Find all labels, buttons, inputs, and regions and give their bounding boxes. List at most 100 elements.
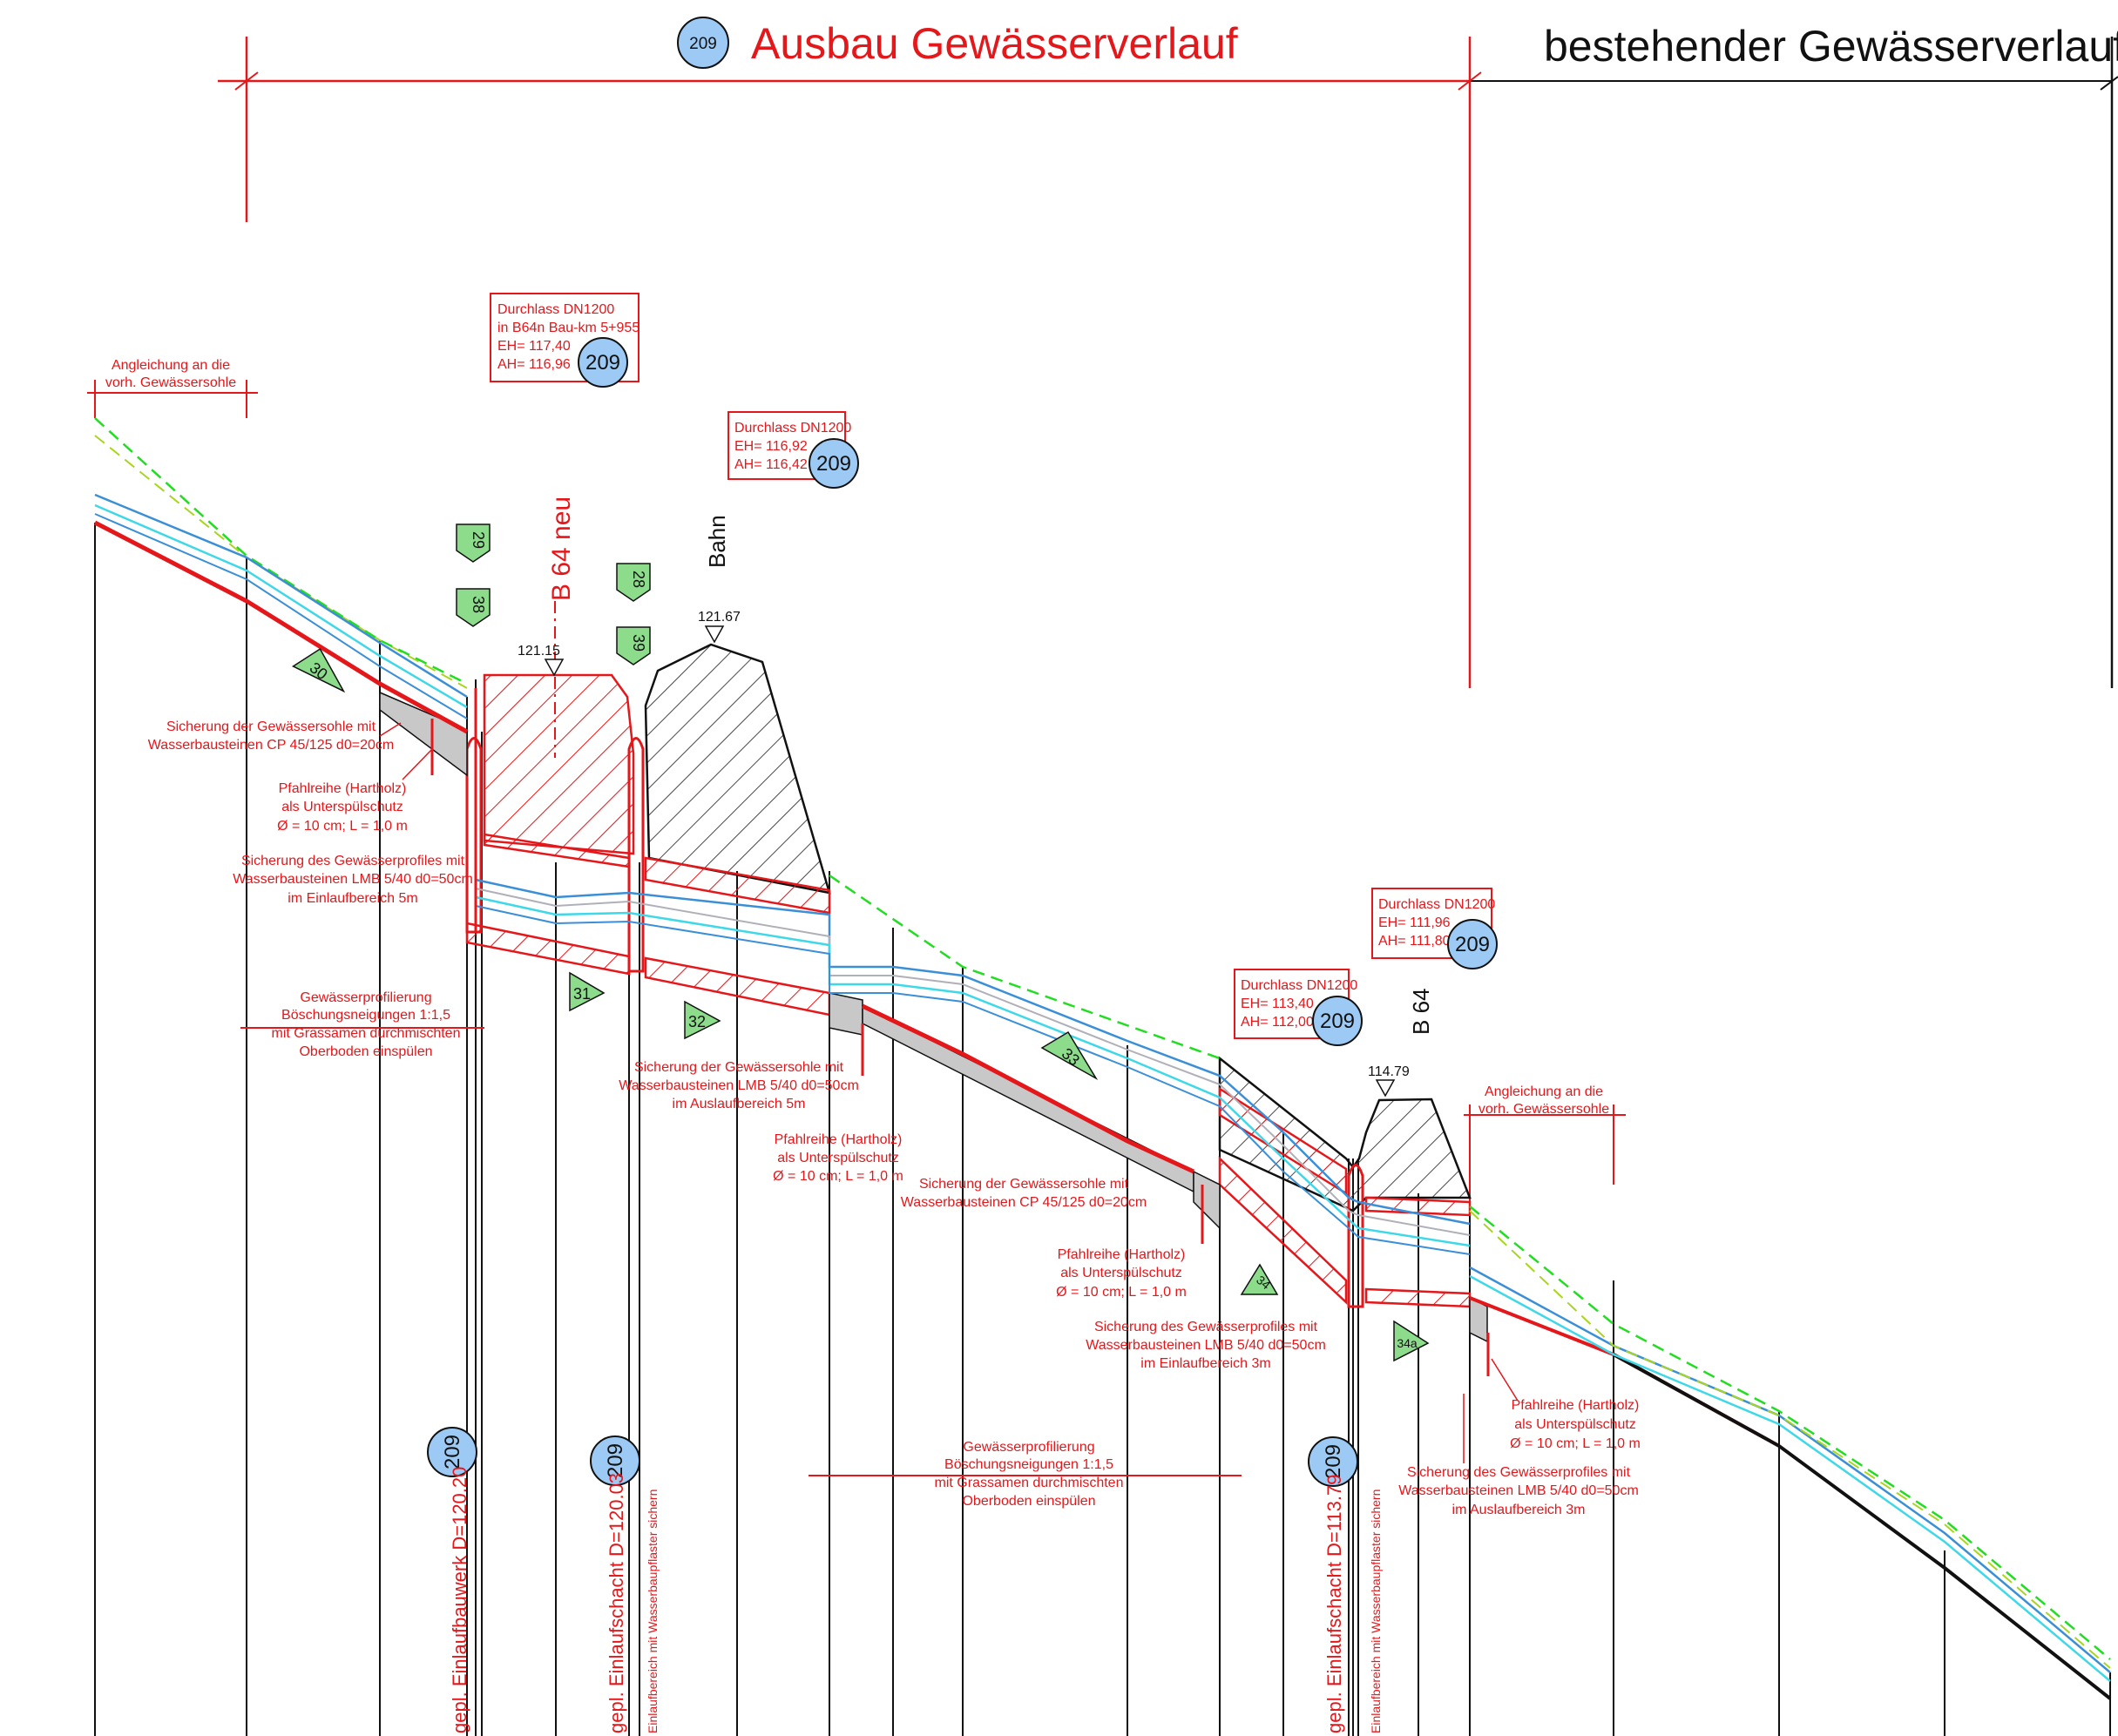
bahn-embankment	[644, 643, 831, 895]
angleichung-right-line1: Angleichung an die	[1485, 1084, 1603, 1099]
svg-text:Wasserbausteinen CP 45/125 d0=: Wasserbausteinen CP 45/125 d0=20cm	[901, 1195, 1147, 1210]
culvert-4-ref-circle	[1447, 919, 1498, 969]
svg-text:Böschungsneigungen 1:1,5: Böschungsneigungen 1:1,5	[281, 1008, 450, 1023]
shaft-3: 209 gepl. Einlaufschacht D=113.79 Einlau…	[1308, 1436, 1383, 1733]
angleichung-right-line2: vorh. Gewässersohle	[1479, 1102, 1609, 1117]
culvert-2-line2: EH= 116,92	[734, 439, 808, 454]
tag-39: 39	[616, 626, 651, 665]
bestehend-title: bestehender Gewässerverlauf	[1544, 22, 2118, 71]
svg-text:28: 28	[630, 571, 647, 588]
note-profil-1: Sicherung des Gewässerprofiles mit Wasse…	[233, 854, 473, 906]
note-profil-2: Sicherung des Gewässerprofiles mit Wasse…	[1086, 1320, 1326, 1371]
sole-protection	[379, 691, 1488, 1343]
svg-text:39: 39	[630, 634, 647, 652]
svg-text:Wasserbausteinen LMB 5/40 d0=5: Wasserbausteinen LMB 5/40 d0=50cm	[1086, 1338, 1326, 1353]
note-sohle-3: Sicherung der Gewässersohle mit Wasserba…	[901, 1177, 1147, 1210]
elev-114-79: 114.79	[1368, 1064, 1410, 1079]
svg-text:Sicherung der Gewässersohle mi: Sicherung der Gewässersohle mit	[919, 1177, 1129, 1192]
svg-text:Böschungsneigungen 1:1,5: Böschungsneigungen 1:1,5	[944, 1457, 1113, 1472]
svg-text:als Unterspülschutz: als Unterspülschutz	[1514, 1417, 1636, 1432]
tag-33: 33	[1040, 1030, 1099, 1081]
culvert-3-ref: 209	[1320, 1010, 1355, 1033]
svg-text:Sicherung der Gewässersohle mi: Sicherung der Gewässersohle mit	[634, 1060, 844, 1075]
svg-text:im Einlaufbereich 3m: im Einlaufbereich 3m	[1140, 1356, 1270, 1371]
header: 209 Ausbau Gewässerverlauf bestehender G…	[218, 17, 2118, 688]
svg-text:Sicherung der Gewässersohle mi: Sicherung der Gewässersohle mit	[166, 719, 376, 734]
svg-text:Gewässerprofilierung: Gewässerprofilierung	[963, 1440, 1094, 1455]
tag-34a: 34a	[1393, 1320, 1430, 1362]
culvert-3-line3: AH= 112,00	[1241, 1015, 1314, 1030]
tag-38: 38	[456, 588, 491, 627]
angleichung-left-line2: vorh. Gewässersohle	[105, 375, 236, 390]
header-ref-circle	[677, 17, 729, 69]
svg-text:Sicherung des Gewässerprofiles: Sicherung des Gewässerprofiles mit	[1094, 1320, 1318, 1334]
b64-neu-label: B 64 neu	[547, 496, 576, 601]
b64-label: B 64	[1408, 989, 1434, 1036]
bahn-label: Bahn	[704, 515, 730, 568]
ausbau-title: Ausbau Gewässerverlauf	[751, 19, 1238, 68]
tag-30: 30	[291, 647, 346, 693]
svg-text:Wasserbausteinen LMB 5/40 d0=5: Wasserbausteinen LMB 5/40 d0=50cm	[233, 872, 473, 887]
note-sohle-1: Sicherung der Gewässersohle mit Wasserba…	[148, 719, 402, 753]
svg-text:Pfahlreihe (Hartholz): Pfahlreihe (Hartholz)	[279, 781, 407, 796]
culvert-box-2: Durchlass DN1200 EH= 116,92 AH= 116,42 2…	[727, 411, 859, 489]
culvert-3-ref-circle	[1312, 996, 1363, 1046]
elev-121-67: 121.67	[698, 610, 741, 625]
b64-embankment	[1218, 1056, 1472, 1212]
angleichung-left-dim: Angleichung an die vorh. Gewässersohle	[87, 358, 258, 418]
tag-32: 32	[684, 1000, 721, 1040]
angleichung-left-line1: Angleichung an die	[112, 358, 230, 373]
shaft-2: 209 gepl. Einlaufschacht D=120.03 Einlau…	[590, 1435, 660, 1733]
svg-text:als Unterspülschutz: als Unterspülschutz	[1060, 1266, 1182, 1280]
b64-neu-embankment	[483, 673, 635, 855]
svg-text:209: 209	[604, 1443, 627, 1478]
culvert-1-ref: 209	[585, 351, 620, 375]
shaft-1: 209 gepl. Einlaufbauwerk D=120.20	[427, 1427, 477, 1733]
svg-text:mit Grassamen durchmischten: mit Grassamen durchmischten	[272, 1026, 461, 1041]
svg-text:29: 29	[470, 531, 487, 549]
shaft-3-sublabel: Einlaufbereich mit Wasserbaupflaster sic…	[1369, 1489, 1383, 1733]
svg-text:Wasserbausteinen LMB 5/40 d0=5: Wasserbausteinen LMB 5/40 d0=50cm	[619, 1078, 859, 1093]
svg-text:Sicherung des Gewässerprofiles: Sicherung des Gewässerprofiles mit	[241, 854, 465, 868]
svg-text:als Unterspülschutz: als Unterspülschutz	[777, 1151, 899, 1165]
svg-text:Ø = 10 cm; L = 1,0 m: Ø = 10 cm; L = 1,0 m	[773, 1169, 903, 1184]
terrain-lines	[93, 417, 2112, 1700]
culvert-2-line1: Durchlass DN1200	[734, 421, 851, 436]
svg-text:im Einlaufbereich 5m: im Einlaufbereich 5m	[288, 891, 417, 906]
culvert-4-line2: EH= 111,96	[1378, 915, 1451, 930]
svg-text:Oberboden einspülen: Oberboden einspülen	[299, 1044, 432, 1059]
note-sohle-2: Sicherung der Gewässersohle mit Wasserba…	[619, 1060, 859, 1111]
shaft-2-ref-circle	[590, 1435, 640, 1486]
shaft-3-ref-circle	[1308, 1436, 1358, 1487]
pile-markers	[430, 719, 1490, 1376]
tag-29: 29	[456, 524, 491, 563]
culvert-1-line3: EH= 117,40	[497, 339, 571, 354]
shaft-3-label: gepl. Einlaufschacht D=113.79	[1323, 1475, 1345, 1733]
culvert-1-line2: in B64n Bau-km 5+955	[497, 321, 639, 335]
svg-text:Pfahlreihe (Hartholz): Pfahlreihe (Hartholz)	[1058, 1247, 1186, 1262]
culvert-2-ref-circle	[809, 438, 859, 489]
note-pfahl-2: Pfahlreihe (Hartholz) als Unterspülschut…	[773, 1132, 903, 1184]
svg-text:Ø = 10 cm; L = 1,0 m: Ø = 10 cm; L = 1,0 m	[1056, 1285, 1187, 1300]
culvert-2-ref: 209	[816, 452, 851, 476]
elev-121-15: 121.15	[518, 644, 560, 659]
crossing-labels: B 64 neu Bahn B 64 121.15 121.67 114.79	[518, 496, 1434, 1098]
svg-text:Wasserbausteinen CP 45/125 d0=: Wasserbausteinen CP 45/125 d0=20cm	[148, 738, 394, 753]
note-profil-3: Sicherung des Gewässerprofiles mit Wasse…	[1398, 1394, 1639, 1517]
shaft-1-label: gepl. Einlaufbauwerk D=120.20	[449, 1467, 470, 1733]
svg-text:209: 209	[1322, 1444, 1345, 1479]
svg-text:mit Grassamen durchmischten: mit Grassamen durchmischten	[935, 1476, 1124, 1490]
svg-text:Wasserbausteinen LMB 5/40 d0=5: Wasserbausteinen LMB 5/40 d0=50cm	[1398, 1483, 1639, 1498]
culvert-4-ref: 209	[1455, 933, 1490, 956]
note-pfahl-4: Pfahlreihe (Hartholz) als Unterspülschut…	[1491, 1358, 1641, 1451]
tag-28: 28	[616, 563, 651, 602]
shaft-1-ref-circle	[427, 1427, 477, 1477]
note-pfahl-3: Pfahlreihe (Hartholz) als Unterspülschut…	[1056, 1247, 1187, 1300]
svg-text:38: 38	[470, 596, 487, 613]
svg-text:im Auslaufbereich 5m: im Auslaufbereich 5m	[673, 1097, 806, 1111]
culvert-box-1: Durchlass DN1200 in B64n Bau-km 5+955 EH…	[490, 293, 639, 388]
tag-34: 34	[1240, 1263, 1279, 1295]
culvert-3-line2: EH= 113,40	[1241, 996, 1314, 1011]
culvert-4-line3: AH= 111,80	[1378, 934, 1451, 949]
culvert-1-line1: Durchlass DN1200	[497, 302, 614, 317]
